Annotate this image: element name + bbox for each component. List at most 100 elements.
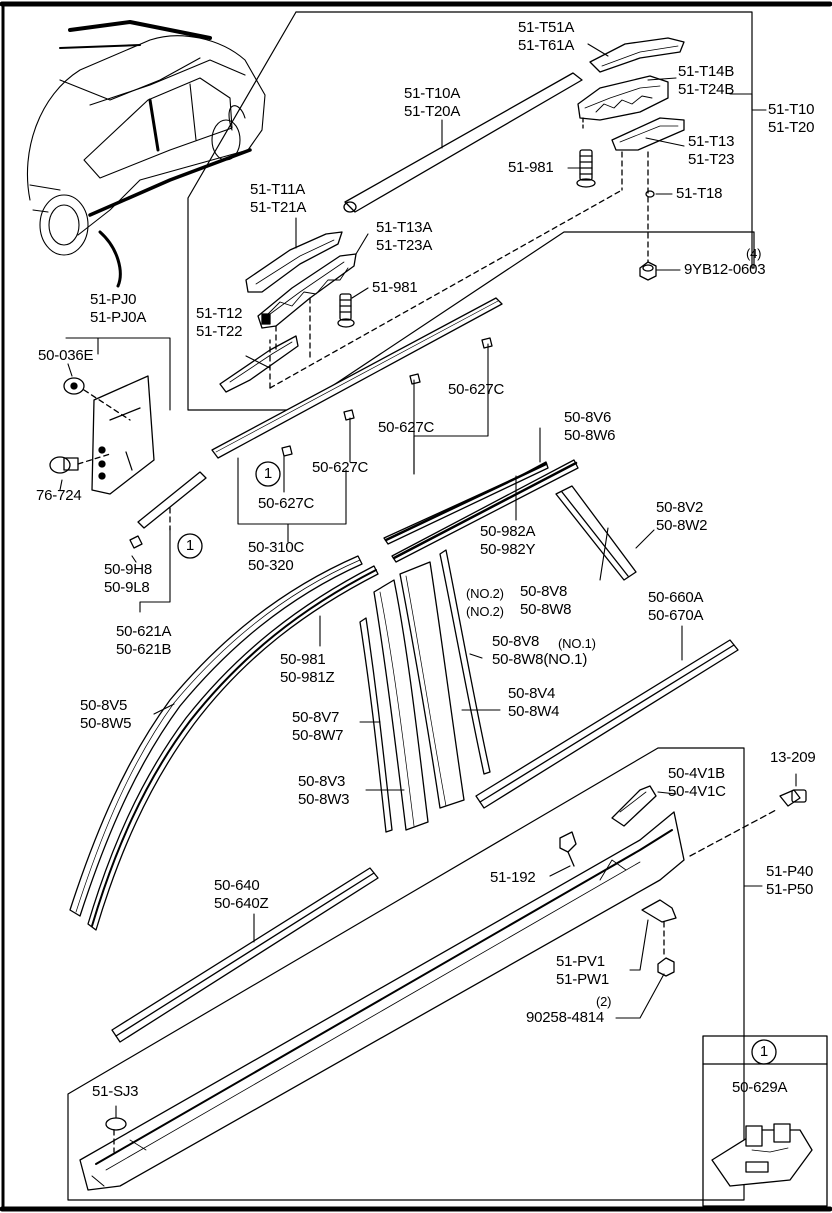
screw-icon — [779, 789, 807, 807]
label-50-310c: 50-310C — [248, 539, 305, 556]
car-sketch — [26, 20, 266, 288]
nut-icon — [639, 261, 657, 281]
label-50-320: 50-320 — [248, 557, 294, 574]
label-50-627c-c: 50-627C — [312, 459, 369, 476]
front-door-frame-moulding — [69, 555, 363, 917]
label-51-t12: 51-T12 — [196, 305, 243, 322]
label-51-t18: 51-T18 — [676, 185, 723, 202]
label-51-p40: 51-P40 — [766, 863, 814, 880]
label-13-209: 13-209 — [770, 749, 816, 766]
inset-clip-icon — [711, 1123, 813, 1187]
label-51-t23: 51-T23 — [688, 151, 735, 168]
screw-fastener-icon — [49, 456, 79, 474]
roof-rail-cover-front — [245, 231, 343, 293]
label-50-8v5: 50-8V5 — [80, 697, 128, 714]
label-50-621a: 50-621A — [116, 623, 172, 640]
seal-icon — [105, 1117, 127, 1131]
roof-rail-bracket-front — [257, 253, 357, 329]
pillar-strip-d — [439, 549, 491, 775]
label-50-981: 50-981 — [280, 651, 326, 668]
label-51-t10a: 51-T10A — [404, 85, 461, 102]
label-51-t23a: 51-T23A — [376, 237, 433, 254]
roof-rail-long — [343, 72, 583, 213]
pillar-strip-a — [359, 617, 393, 833]
label-50-982y: 50-982Y — [480, 541, 536, 558]
label-50-036e: 50-036E — [38, 347, 94, 364]
callout-number: 1 — [185, 537, 195, 554]
leader-dashed — [77, 453, 111, 465]
label-50-8w2: 50-8W2 — [656, 517, 708, 534]
roof-rail-group-frame — [187, 11, 755, 411]
clip-fastener-icon — [63, 377, 85, 395]
label-51-t13a: 51-T13A — [376, 219, 433, 236]
label-50-640z: 50-640Z — [214, 895, 269, 912]
label-50-8w8-no1: 50-8W8(NO.1) — [492, 651, 588, 668]
label-51-pw1: 51-PW1 — [556, 971, 609, 988]
roof-moulding-front-piece — [137, 471, 207, 529]
label-51-t14b: 51-T14B — [678, 63, 735, 80]
label-50-640: 50-640 — [214, 877, 260, 894]
label-51-pj0: 51-PJ0 — [90, 291, 137, 308]
sill-bracket-icon — [641, 899, 677, 923]
leader-dashed — [689, 809, 777, 857]
push-clip-icon — [559, 831, 577, 867]
label-50-981z: 50-981Z — [280, 669, 335, 686]
label-50-8v8-no2: 50-8V8 — [520, 583, 568, 600]
fender-garnish — [91, 375, 155, 495]
side-sill-group-frame — [67, 747, 745, 1201]
label-50-8v3: 50-8V3 — [298, 773, 346, 790]
roof-rail-base-rear — [611, 117, 685, 151]
label-50-8w6: 50-8W6 — [564, 427, 616, 444]
label-50-8w7: 50-8W7 — [292, 727, 344, 744]
leader-lines — [59, 43, 797, 1119]
label-51-t13: 51-T13 — [688, 133, 735, 150]
label-no2-a: (NO.2) — [466, 586, 504, 601]
label-51-t20a: 51-T20A — [404, 103, 461, 120]
label-9yb12-0603: 9YB12-0603 — [684, 261, 766, 278]
rear-door-belt-moulding — [475, 639, 739, 809]
label-51-192: 51-192 — [490, 869, 536, 886]
leader-dashed — [83, 389, 131, 421]
label-51-t24b: 51-T24B — [678, 81, 735, 98]
leader-dashed — [269, 189, 623, 389]
door-belt-moulding-lower — [391, 459, 579, 563]
label-50-627c-b: 50-627C — [378, 419, 435, 436]
clip-icon — [129, 337, 493, 549]
side-sill-garnish — [79, 811, 685, 1191]
label-50-4v1b: 50-4V1B — [668, 765, 725, 782]
label-50-8w8-no2: 50-8W8 — [520, 601, 572, 618]
callout-number: 1 — [759, 1043, 769, 1060]
front-door-belt-moulding — [111, 867, 379, 1043]
label-50-982a: 50-982A — [480, 523, 536, 540]
label-51-t61a: 51-T61A — [518, 37, 575, 54]
label-51-981-front: 51-981 — [372, 279, 418, 296]
roof-rail-cover-end — [589, 37, 685, 73]
label-90258-4814: 90258-4814 — [526, 1009, 605, 1026]
washer-icon — [645, 190, 655, 198]
label-51-t11a: 51-T11A — [250, 181, 306, 198]
label-51-p50: 51-P50 — [766, 881, 814, 898]
front-door-frame-inner — [87, 565, 379, 931]
label-50-8w4: 50-8W4 — [508, 703, 560, 720]
pillar-garnish-rear — [555, 485, 637, 581]
label-no1: (NO.1) — [558, 636, 596, 651]
label-51-t21a: 51-T21A — [250, 199, 307, 216]
roof-rail-base-front — [219, 335, 299, 393]
nut-icon — [657, 957, 675, 977]
bolt-front — [337, 293, 355, 328]
label-qty-2: (2) — [596, 994, 612, 1009]
label-51-sj3: 51-SJ3 — [92, 1083, 139, 1100]
label-50-621b: 50-621B — [116, 641, 172, 658]
label-51-t10: 51-T10 — [768, 101, 815, 118]
label-51-t20: 51-T20 — [768, 119, 815, 136]
label-50-629a: 50-629A — [732, 1079, 788, 1096]
roof-moulding — [211, 297, 503, 459]
pillar-strip-b — [373, 579, 429, 831]
label-50-627c-a: 50-627C — [448, 381, 505, 398]
label-51-pj0a: 51-PJ0A — [90, 309, 147, 326]
label-50-9h8: 50-9H8 — [104, 561, 152, 578]
label-50-4v1c: 50-4V1C — [668, 783, 726, 800]
label-no2-b: (NO.2) — [466, 604, 504, 619]
label-51-t51a: 51-T51A — [518, 19, 575, 36]
